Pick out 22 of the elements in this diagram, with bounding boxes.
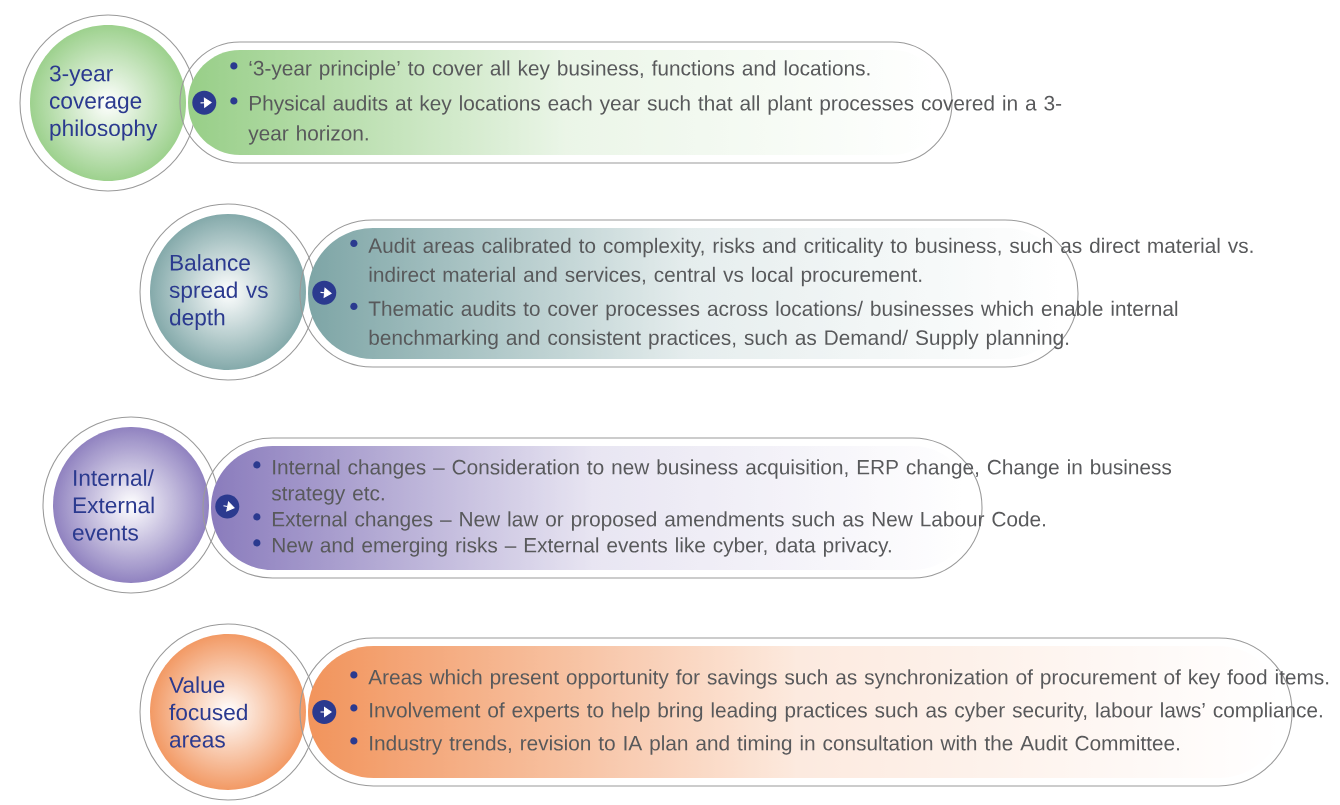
arrow bbox=[192, 90, 217, 115]
bullet-item: Physical audits at key locations each year such that all plant processes covered in a 3-year horizon. bbox=[248, 95, 1062, 145]
bullet-item: ‘3-year principle’ to cover all key business, functions and locations. bbox=[249, 60, 870, 80]
bullet-list bbox=[350, 237, 1253, 350]
arrow bbox=[312, 280, 337, 305]
bullet-item: New and emerging risks – External events like cyber, data privacy. bbox=[273, 537, 891, 557]
arrow bbox=[312, 700, 337, 724]
bullet-list bbox=[230, 60, 1062, 145]
bullet-item: Involvement of experts to help bring leading practices such as cyber security, labour laws’ compliance. bbox=[370, 702, 1322, 722]
bullet-item: Audit areas calibrated to complexity, risks and criticality to business, such as direct material vs. indirect material and services, central vs local procurement. bbox=[368, 237, 1253, 287]
circle-badge: Balance spread vs depth bbox=[139, 203, 317, 381]
bullet-item: Industry trends, revision to IA plan and timing in consultation with the Audit Committee. bbox=[370, 735, 1179, 755]
circle-badge: Value focused areas bbox=[139, 623, 317, 801]
circle-badge: 3-year coverage philosophy bbox=[19, 14, 197, 192]
bullet-item: Areas which present opportunity for savings such as synchronization of procurement of key food items. bbox=[368, 669, 1329, 689]
circle-badge: Internal/ External events bbox=[42, 416, 220, 594]
bullet-item: Thematic audits to cover processes across locations/ businesses which enable internal benchmarking and consistent practices, such as Demand/ Supply planning. bbox=[368, 300, 1178, 350]
arrow bbox=[215, 494, 240, 519]
bullet-item: External changes – New law or proposed amendments such as New Labour Code. bbox=[273, 511, 1045, 531]
bullet-item: Internal changes – Consideration to new business acquisition, ERP change, Change in business strategy etc. bbox=[271, 459, 1172, 505]
bullet-list bbox=[350, 669, 1329, 755]
bullet-list bbox=[253, 459, 1172, 557]
